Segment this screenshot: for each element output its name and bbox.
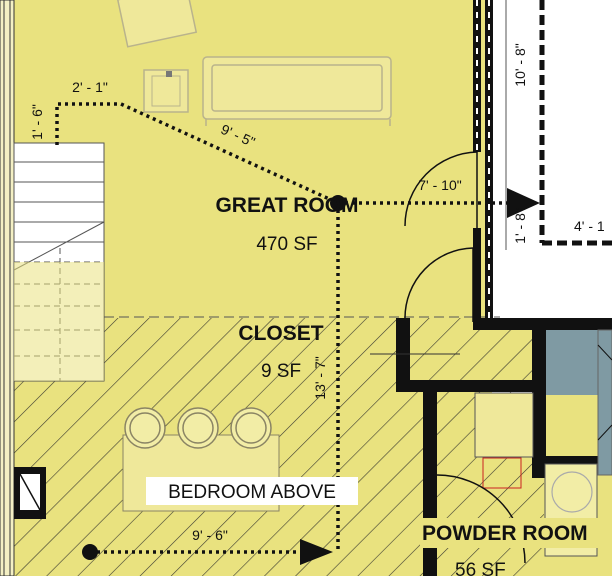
right-white-area bbox=[492, 0, 612, 318]
arrow-right bbox=[507, 188, 540, 218]
path-node-bottom bbox=[82, 544, 98, 560]
closet-area: 9 SF bbox=[261, 361, 301, 382]
right-upper-wall bbox=[473, 0, 493, 322]
dimension-paths bbox=[55, 102, 510, 554]
bedroom-above-label-bg bbox=[146, 477, 358, 505]
blue-room-door-marks bbox=[597, 344, 612, 441]
dim-1-6: 1' - 6" bbox=[29, 104, 45, 140]
stool-3 bbox=[230, 407, 272, 449]
closet-door bbox=[404, 247, 474, 322]
powder-room-area: 56 SF bbox=[455, 560, 506, 576]
dim-13-7: 13' - 7" bbox=[312, 356, 328, 399]
stool-2 bbox=[177, 407, 219, 449]
great-room-area: 470 SF bbox=[256, 234, 317, 255]
dim-2-1: 2' - 1" bbox=[72, 79, 108, 95]
arrow-bottom bbox=[300, 539, 333, 565]
dim-9-6: 9' - 6" bbox=[192, 527, 228, 543]
left-window bbox=[14, 467, 46, 519]
closet-walls bbox=[396, 318, 612, 478]
powder-vanity bbox=[474, 392, 534, 489]
chair-rotated bbox=[116, 0, 198, 48]
path-node-main bbox=[330, 195, 346, 211]
powder-room-label: POWDER ROOM bbox=[422, 522, 588, 545]
left-exterior-wall bbox=[0, 0, 15, 576]
great-room-label: GREAT ROOM bbox=[215, 194, 358, 217]
stool-1 bbox=[124, 407, 166, 449]
dim-10-8: 10' - 8" bbox=[512, 43, 528, 86]
right-dashed-boundary bbox=[539, 0, 612, 246]
side-chair bbox=[143, 69, 189, 113]
powder-label-bg bbox=[420, 518, 612, 548]
stair-lower-fill bbox=[14, 262, 104, 381]
sofa bbox=[202, 56, 392, 126]
dim-4-1: 4' - 1 bbox=[574, 218, 605, 234]
closet-label: CLOSET bbox=[238, 322, 323, 345]
bedroom-above-label: BEDROOM ABOVE bbox=[168, 482, 336, 503]
dim-1-8: 1' - 8" bbox=[512, 208, 528, 244]
dim-7-10: 7' - 10" bbox=[418, 177, 461, 193]
great-room-door bbox=[404, 151, 478, 228]
blue-room-wall bbox=[597, 329, 612, 476]
